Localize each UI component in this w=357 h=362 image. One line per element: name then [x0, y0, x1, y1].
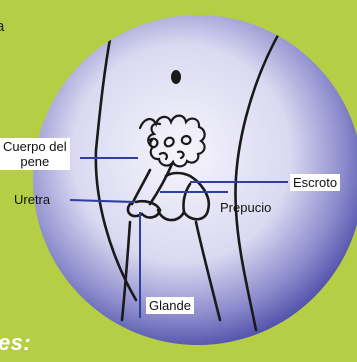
label-cuerpo-line2: pene: [3, 154, 67, 169]
label-cuerpo-line1: Cuerpo del: [3, 139, 67, 154]
label-glande: Glande: [146, 297, 194, 314]
navel-mark: [171, 70, 181, 84]
label-escroto: Escroto: [290, 174, 340, 191]
label-cuerpo-del-pene: Cuerpo del pene: [0, 138, 70, 170]
label-uretra: Uretra: [14, 192, 50, 207]
label-prepucio: Prepucio: [220, 200, 271, 215]
